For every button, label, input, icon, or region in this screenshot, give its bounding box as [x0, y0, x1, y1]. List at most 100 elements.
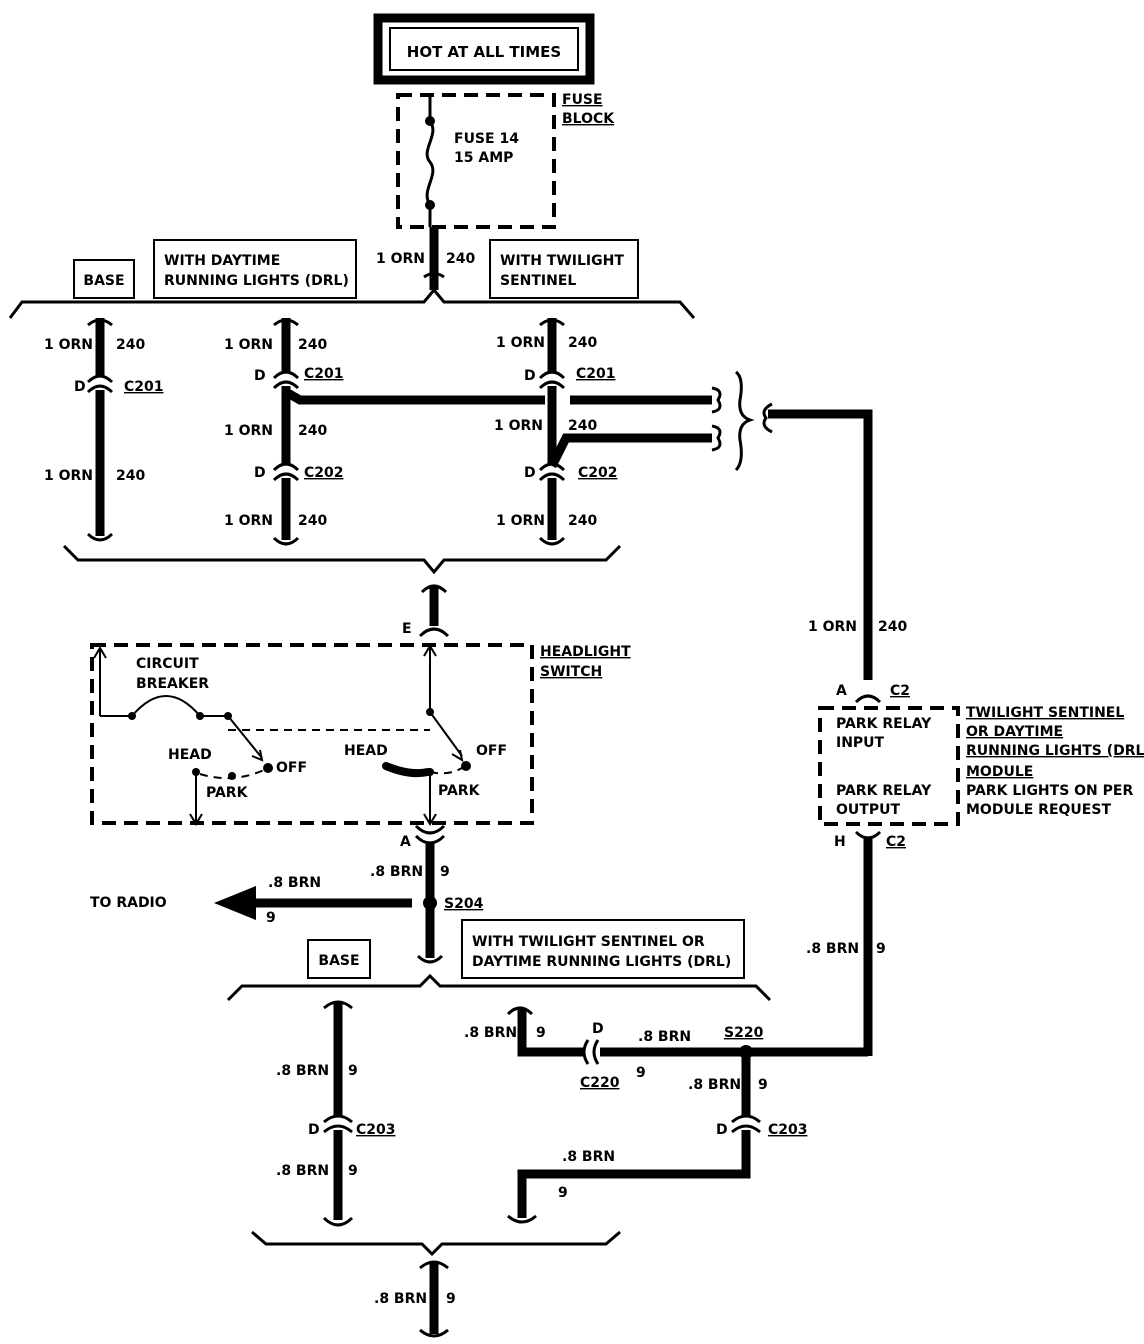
twilight-column-top: 1 ORN 240 D C201 1 ORN 240 D C202 1 ORN …: [494, 318, 618, 546]
svg-text:1 ORN: 1 ORN: [224, 423, 273, 439]
svg-text:1 ORN: 1 ORN: [44, 337, 93, 353]
svg-text:1 ORN: 1 ORN: [496, 513, 545, 529]
svg-text:D: D: [254, 368, 266, 384]
svg-text:.8 BRN: .8 BRN: [638, 1029, 691, 1045]
svg-text:A: A: [400, 834, 411, 850]
svg-text:240: 240: [298, 423, 327, 439]
svg-text:.8 BRN: .8 BRN: [688, 1077, 741, 1093]
svg-text:240: 240: [878, 619, 907, 635]
variant-base-bottom: BASE: [318, 953, 359, 969]
variant-base: BASE: [83, 273, 124, 289]
svg-text:HEAD: HEAD: [168, 747, 212, 763]
connector-c202: C202: [304, 465, 344, 481]
svg-text:BLOCK: BLOCK: [562, 111, 615, 127]
base-column-top: 1 ORN 240 D C201 1 ORN 240: [44, 318, 164, 542]
svg-text:D: D: [308, 1122, 320, 1138]
splice-s204-label: S204: [444, 896, 484, 912]
fuse-name: FUSE 14: [454, 131, 519, 147]
headlight-switch: HEADLIGHT SWITCH CIRCUIT BREAKER HEAD PA…: [90, 643, 631, 826]
fuse-rating: 15 AMP: [454, 150, 513, 166]
svg-text:INPUT: INPUT: [836, 735, 885, 751]
svg-text:9: 9: [758, 1077, 768, 1093]
svg-text:9: 9: [876, 941, 886, 957]
svg-text:HEAD: HEAD: [344, 743, 388, 759]
svg-text:240: 240: [446, 251, 475, 267]
svg-text:240: 240: [298, 337, 327, 353]
arrow-up-icon: [93, 646, 107, 659]
svg-text:9: 9: [446, 1291, 456, 1307]
splice-s204: [423, 896, 437, 910]
svg-text:D: D: [254, 465, 266, 481]
svg-text:MODULE: MODULE: [966, 764, 1033, 780]
arrow-left-icon: [214, 886, 256, 920]
fuse-icon: [425, 120, 435, 206]
svg-text:1 ORN: 1 ORN: [496, 335, 545, 351]
svg-text:.8 BRN: .8 BRN: [374, 1291, 427, 1307]
ts-drl-column-bottom: .8 BRN 9 D .8 BRN C220 9 S220 .8 BRN 9 D…: [464, 1006, 868, 1224]
svg-text:240: 240: [116, 337, 145, 353]
svg-text:MODULE REQUEST: MODULE REQUEST: [966, 802, 1111, 818]
power-label: HOT AT ALL TIMES: [407, 43, 561, 61]
to-radio-label: TO RADIO: [90, 895, 167, 911]
svg-text:SENTINEL: SENTINEL: [500, 273, 576, 289]
variant-bracket-bottom: [226, 973, 772, 1002]
svg-text:C201: C201: [576, 366, 616, 382]
variant-twilight: WITH TWILIGHT: [500, 253, 624, 269]
svg-text:OR DAYTIME: OR DAYTIME: [966, 724, 1063, 740]
connector-c2: C2: [890, 683, 910, 699]
drl-module: A C2 PARK RELAY INPUT PARK RELAY OUTPUT …: [806, 683, 1144, 1056]
svg-text:RUNNING LIGHTS (DRL): RUNNING LIGHTS (DRL): [966, 743, 1144, 759]
svg-text:9: 9: [536, 1025, 546, 1041]
variant-bracket-final: [251, 1230, 621, 1257]
fuse-block-label: FUSE: [562, 92, 603, 108]
variant-labels-bottom: BASE WITH TWILIGHT SENTINEL OR DAYTIME R…: [307, 919, 745, 979]
connector-c203: C203: [356, 1122, 396, 1138]
headlight-switch-label: HEADLIGHT: [540, 644, 631, 660]
svg-text:H: H: [834, 834, 846, 850]
svg-text:1 ORN: 1 ORN: [224, 513, 273, 529]
svg-text:BREAKER: BREAKER: [136, 676, 209, 692]
svg-text:240: 240: [568, 335, 597, 351]
svg-text:.8 BRN: .8 BRN: [276, 1163, 329, 1179]
svg-text:1 ORN: 1 ORN: [808, 619, 857, 635]
svg-text:RUNNING LIGHTS (DRL): RUNNING LIGHTS (DRL): [164, 273, 349, 289]
svg-text:9: 9: [348, 1063, 358, 1079]
svg-text:C203: C203: [768, 1122, 808, 1138]
power-source: HOT AT ALL TIMES: [373, 13, 595, 85]
svg-text:240: 240: [568, 513, 597, 529]
svg-text:D: D: [524, 465, 536, 481]
svg-text:9: 9: [266, 910, 276, 926]
svg-text:9: 9: [348, 1163, 358, 1179]
svg-text:D: D: [74, 379, 86, 395]
base-column-bottom: .8 BRN 9 D C203 .8 BRN 9: [276, 1000, 396, 1227]
svg-text:SWITCH: SWITCH: [540, 664, 602, 680]
variant-ts-drl: WITH TWILIGHT SENTINEL OR: [472, 934, 705, 950]
svg-text:OFF: OFF: [476, 743, 507, 759]
svg-text:E: E: [402, 621, 412, 637]
fuse-block: FUSE 14 15 AMP FUSE BLOCK: [396, 92, 615, 229]
svg-text:.8 BRN: .8 BRN: [268, 875, 321, 891]
svg-text:.8 BRN: .8 BRN: [464, 1025, 517, 1041]
variant-bracket-top: [8, 287, 696, 319]
svg-text:.8 BRN: .8 BRN: [370, 864, 423, 880]
park-relay-output: PARK RELAY: [836, 783, 932, 799]
svg-text:OUTPUT: OUTPUT: [836, 802, 900, 818]
circuit-breaker-icon: [131, 695, 201, 717]
svg-text:1 ORN: 1 ORN: [224, 337, 273, 353]
svg-text:.8 BRN: .8 BRN: [276, 1063, 329, 1079]
drl-column-top: 1 ORN 240 D C201 1 ORN 240 D C202 1 ORN …: [224, 318, 344, 546]
svg-text:C2: C2: [886, 834, 906, 850]
module-name: TWILIGHT SENTINEL: [966, 705, 1124, 721]
svg-text:240: 240: [568, 418, 597, 434]
splice-s220-label: S220: [724, 1025, 764, 1041]
wire-orn-240-module: [768, 409, 873, 680]
variant-labels-top: BASE WITH DAYTIME RUNNING LIGHTS (DRL) W…: [73, 239, 639, 299]
svg-text:1 ORN: 1 ORN: [44, 468, 93, 484]
svg-text:1 ORN: 1 ORN: [494, 418, 543, 434]
connector-c220: C220: [580, 1075, 620, 1091]
svg-text:240: 240: [116, 468, 145, 484]
svg-text:C202: C202: [578, 465, 618, 481]
svg-text:D: D: [524, 368, 536, 384]
module-note: PARK LIGHTS ON PER: [966, 783, 1133, 799]
svg-text:D: D: [592, 1021, 604, 1037]
